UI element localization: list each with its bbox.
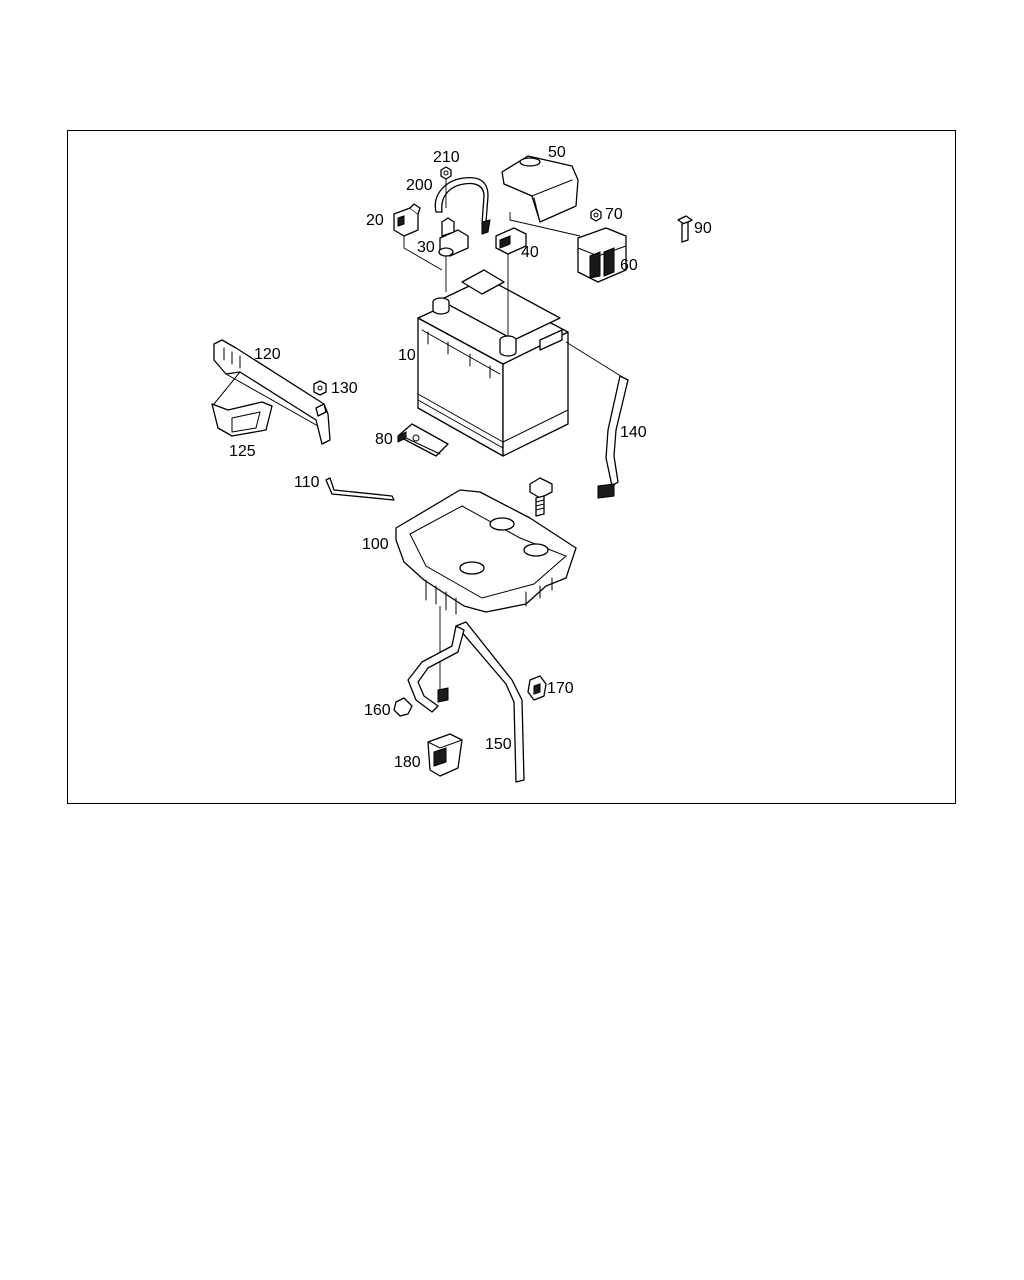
part-210-nut[interactable] xyxy=(440,166,452,208)
part-100-battery-tray[interactable] xyxy=(395,489,577,690)
callout-80: 80 xyxy=(375,431,393,448)
part-180-connector[interactable] xyxy=(427,733,463,777)
callout-120: 120 xyxy=(254,346,281,363)
callout-160: 160 xyxy=(364,702,391,719)
part-200-cable[interactable] xyxy=(434,176,491,235)
callout-60: 60 xyxy=(620,257,638,274)
callout-10: 10 xyxy=(398,347,416,364)
part-140-vent-hose[interactable] xyxy=(565,341,629,499)
callout-210: 210 xyxy=(433,149,460,166)
part-50-cover[interactable] xyxy=(501,155,581,237)
callout-110: 110 xyxy=(294,474,320,491)
tray-bolt[interactable] xyxy=(529,477,553,517)
part-60-fuse-box[interactable] xyxy=(577,227,627,283)
part-130-nut[interactable] xyxy=(313,380,327,396)
diagram-frame xyxy=(67,130,956,804)
callout-200: 200 xyxy=(406,177,433,194)
battery-terminal-left xyxy=(432,297,450,315)
part-10-battery[interactable] xyxy=(417,269,569,457)
callout-180: 180 xyxy=(394,754,421,771)
part-30-terminal-clamp[interactable] xyxy=(438,217,469,292)
callout-40: 40 xyxy=(521,244,539,261)
callout-130: 130 xyxy=(331,380,358,397)
callout-170: 170 xyxy=(547,680,574,697)
part-20-clamp[interactable] xyxy=(393,203,443,271)
callout-20: 20 xyxy=(366,212,384,229)
callout-90: 90 xyxy=(694,220,712,237)
callout-30: 30 xyxy=(417,239,435,256)
part-110-rod[interactable] xyxy=(325,477,395,501)
battery-terminal-right xyxy=(499,335,517,357)
part-80-hold-down-clamp[interactable] xyxy=(397,423,449,457)
callout-70: 70 xyxy=(605,206,623,223)
callout-100: 100 xyxy=(362,536,389,553)
callout-140: 140 xyxy=(620,424,647,441)
callout-125: 125 xyxy=(229,443,256,460)
part-70-nut[interactable] xyxy=(590,208,602,222)
callout-150: 150 xyxy=(485,736,512,753)
part-150-drain-hose[interactable] xyxy=(407,621,525,783)
part-170-clip[interactable] xyxy=(527,675,547,701)
callout-50: 50 xyxy=(548,144,566,161)
part-160-clip[interactable] xyxy=(393,687,449,717)
part-90-bolt[interactable] xyxy=(677,215,693,243)
part-40-terminal[interactable] xyxy=(495,227,527,336)
part-120-bracket[interactable] xyxy=(213,339,331,445)
part-125-strap[interactable] xyxy=(211,371,273,437)
